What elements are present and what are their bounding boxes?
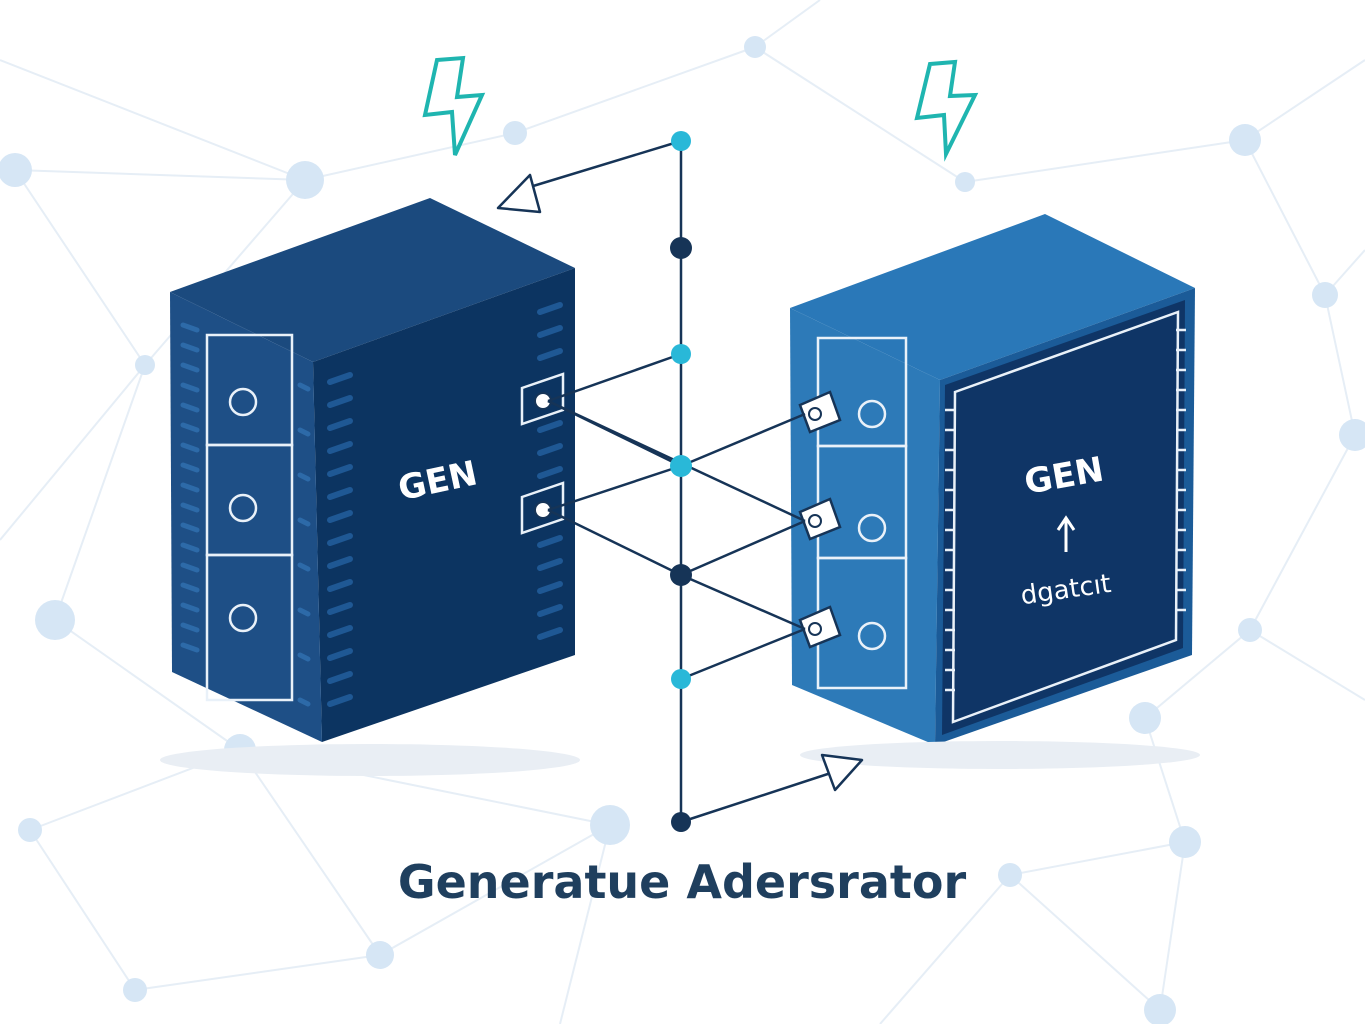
left-server-vents <box>180 322 311 707</box>
left-server-bays <box>205 333 294 702</box>
bus-node <box>670 564 692 586</box>
left-server-side <box>313 268 575 742</box>
right-server-bays <box>816 336 908 690</box>
right-server-panel-teeth <box>945 328 1186 692</box>
lightning-bolt-icon <box>914 59 979 162</box>
drive-slot-icon <box>228 603 258 633</box>
bus-node <box>671 344 691 364</box>
left-server-port <box>520 481 565 535</box>
right-server-connector <box>798 605 842 649</box>
drive-slot-icon <box>857 621 887 651</box>
drive-slot-icon <box>857 399 887 429</box>
drive-slot-icon <box>228 493 258 523</box>
bus-node <box>670 237 692 259</box>
right-server: GEN dgatcıt <box>790 214 1200 769</box>
right-server-connector <box>798 497 842 541</box>
bus-node <box>671 131 691 151</box>
bus-node <box>671 669 691 689</box>
drive-slot-icon <box>228 387 258 417</box>
diagram-caption: Generatue Adersrator <box>398 855 967 909</box>
bus-node <box>670 455 692 477</box>
left-server-port <box>520 372 565 426</box>
left-server-top <box>170 198 575 362</box>
connection-bus <box>519 139 841 824</box>
right-server-panel <box>942 300 1185 735</box>
left-server: GEN <box>160 198 580 776</box>
bus-nodes <box>670 131 692 832</box>
arrow-right-icon <box>820 753 864 792</box>
lightning-bolt-icon <box>422 55 486 156</box>
bus-node <box>671 812 691 832</box>
drive-slot-icon <box>857 513 887 543</box>
arrow-left-icon <box>496 173 542 214</box>
arrow-up-icon <box>1056 515 1076 552</box>
right-server-connector <box>798 390 842 434</box>
left-server-front <box>170 292 322 742</box>
